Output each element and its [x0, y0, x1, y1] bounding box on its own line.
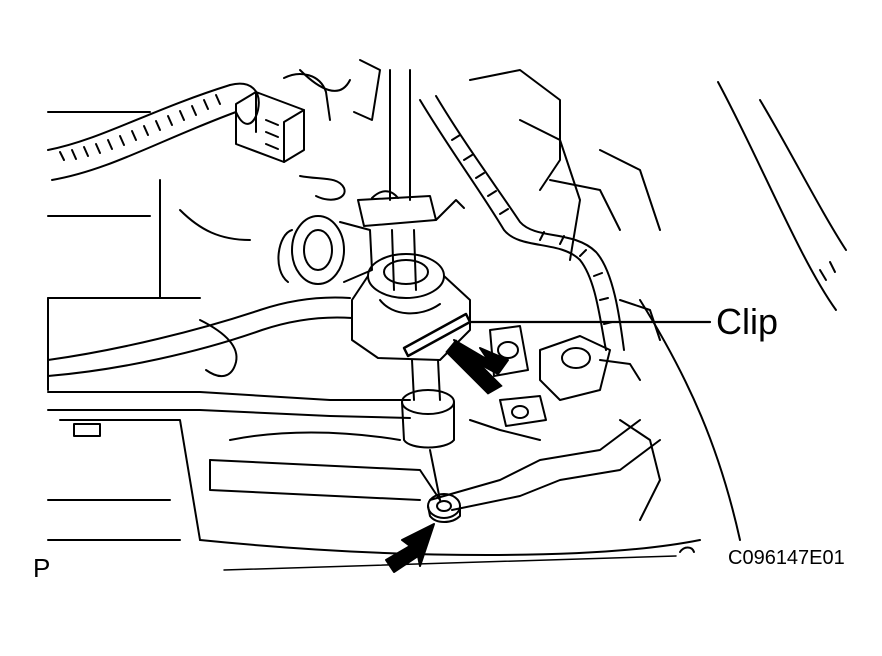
connector-block [235, 73, 346, 201]
wire-harness-upper-left [47, 82, 260, 181]
clip-callout-label: Clip [716, 301, 779, 342]
rod-bracket [357, 190, 465, 227]
wire-harness-right [419, 95, 625, 351]
mounting-bolt [427, 493, 461, 523]
small-hook-mark [679, 546, 695, 553]
grommet-left [277, 215, 373, 285]
shift-cable [47, 296, 411, 419]
figure-code: C096147E01 [728, 547, 845, 569]
engine-outline [47, 59, 661, 391]
shift-lever-rod [389, 69, 417, 291]
sensor-bracket-right [469, 299, 661, 441]
lower-rod [401, 359, 455, 501]
view-letter: P [33, 553, 51, 583]
transmission-pan [47, 419, 701, 556]
linkage-plate [209, 419, 661, 511]
body-panel [639, 81, 847, 541]
bottom-divider-line [223, 555, 677, 571]
arrow-to-clip [445, 339, 509, 395]
shift-mount-housing [351, 253, 471, 361]
